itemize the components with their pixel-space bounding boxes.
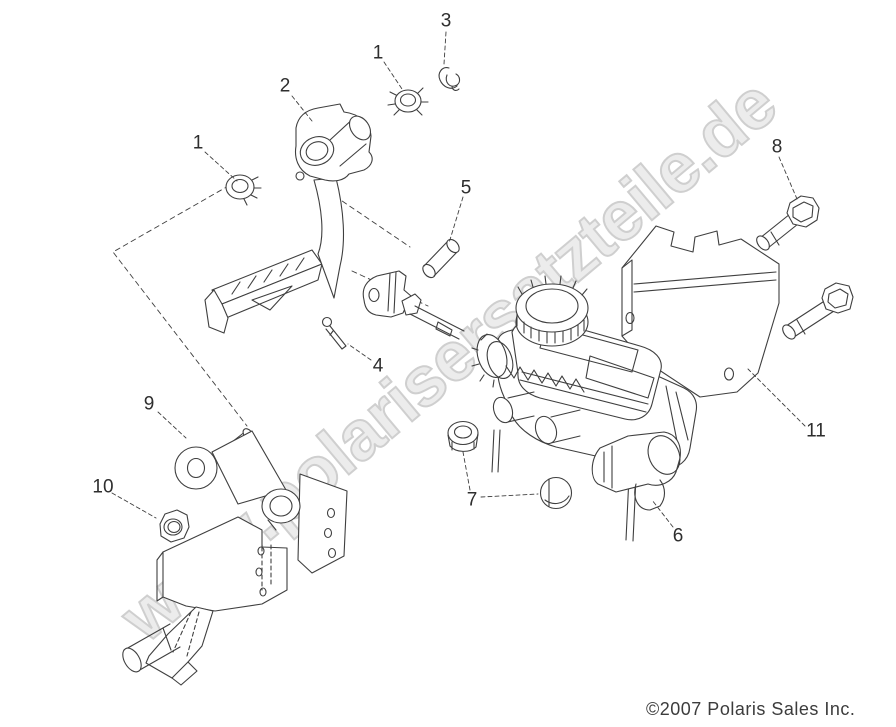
cap-plug-lower-drawing (539, 476, 573, 510)
bushing-right-drawing (387, 87, 429, 116)
cap-plug-upper-drawing (447, 420, 479, 452)
callout-7: 7 (466, 489, 478, 511)
clevis-pin-drawing (422, 238, 460, 279)
callout-2: 2 (279, 75, 291, 97)
callout-4: 4 (372, 355, 384, 377)
callout-8: 8 (771, 136, 783, 158)
callout-11: 11 (806, 420, 826, 442)
hex-bolt-upper-drawing (756, 195, 820, 251)
callout-5: 5 (460, 177, 472, 199)
callout-3: 3 (440, 10, 452, 32)
copyright-text: ©2007 Polaris Sales Inc. (646, 699, 856, 719)
cotter-pin-drawing (321, 316, 347, 350)
retaining-clip-drawing (438, 67, 461, 91)
linkage-bracket-drawing (174, 428, 348, 574)
hex-bolt-lower-drawing (782, 282, 854, 340)
callout-1-right: 1 (372, 42, 384, 64)
master-cylinder-drawing (471, 275, 698, 542)
callout-6: 6 (672, 525, 684, 547)
flange-nut-drawing (159, 509, 190, 543)
brake-pedal-drawing (204, 103, 373, 334)
callout-10: 10 (92, 476, 114, 498)
callout-leader-lines (111, 31, 806, 528)
mounting-plate-drawing (621, 225, 780, 398)
bushing-left-drawing (225, 174, 262, 206)
pedal-mount-bracket-drawing (122, 516, 288, 686)
callout-9: 9 (143, 393, 155, 415)
pushrod-clevis-drawing (362, 270, 465, 340)
callout-1-left: 1 (192, 132, 204, 154)
